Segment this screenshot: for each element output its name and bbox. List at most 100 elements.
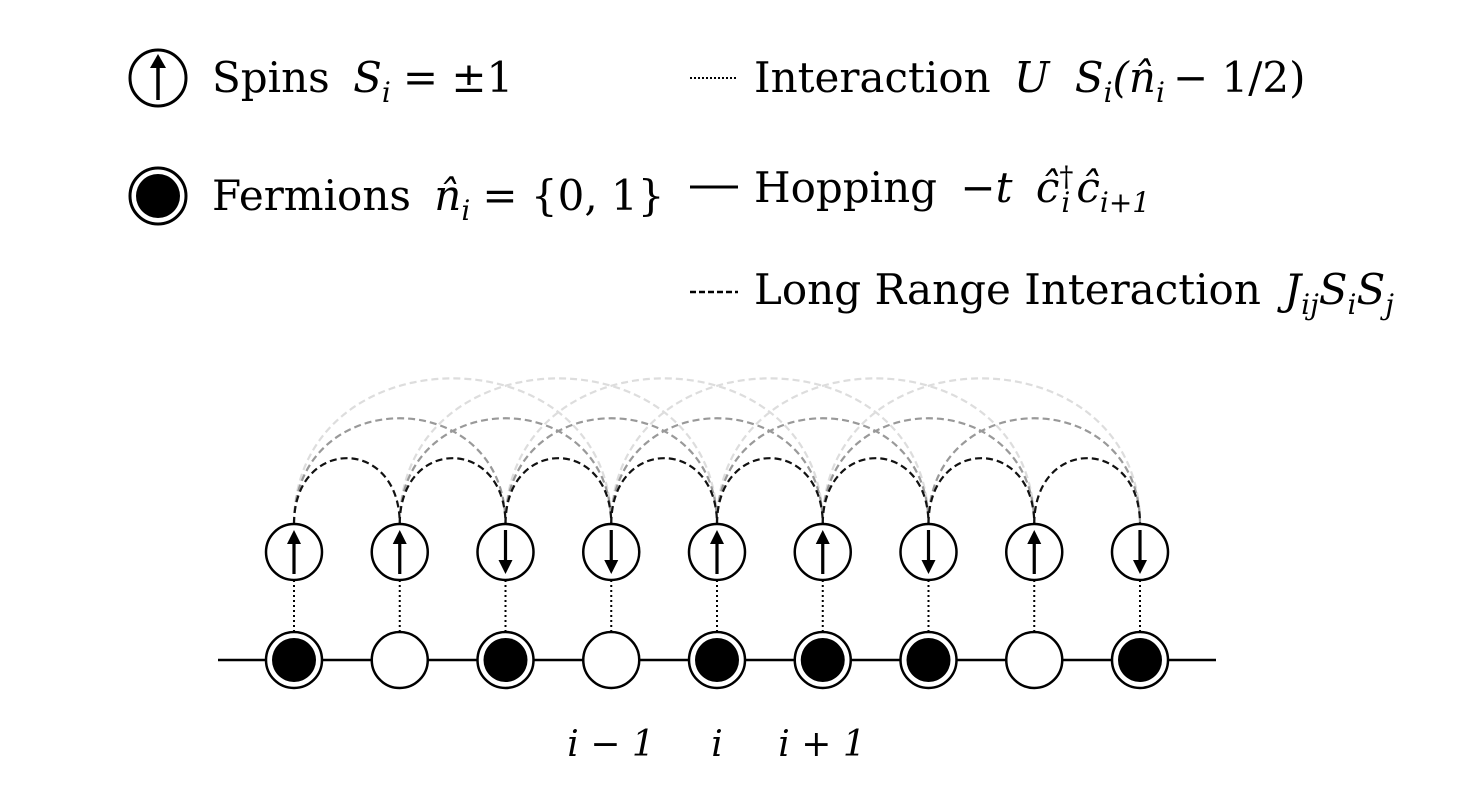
arrow-down-icon [1133, 530, 1147, 574]
spin-site [476, 522, 535, 582]
interaction-n-sub: i [1156, 76, 1165, 109]
arrow-down-icon [604, 530, 619, 574]
fermion-fill [483, 638, 528, 682]
interaction-links [293, 580, 1141, 632]
spin-site [899, 522, 958, 582]
long-range-arc [292, 417, 507, 525]
arrow-down-icon [921, 530, 936, 574]
long-range-S1-sub: i [1348, 288, 1357, 321]
fermion-fill [272, 638, 316, 682]
hopping-op1: ĉ [1036, 163, 1060, 212]
arrow-down-icon [498, 530, 513, 574]
fermions-symbol: n̂ [434, 171, 461, 220]
spin-site [370, 522, 429, 582]
spin-site [582, 522, 641, 582]
arrow-up-icon [710, 530, 724, 574]
fermion-site-empty [370, 630, 429, 690]
long-range-arc [504, 417, 719, 525]
long-range-arc [821, 417, 1036, 525]
long-range-arc [715, 377, 1036, 525]
interaction-tail: − 1/2) [1173, 53, 1306, 102]
fermion-fill [800, 638, 845, 682]
long-range-arc [610, 457, 719, 525]
long-range-arc [504, 377, 824, 525]
fermion-site-empty [582, 630, 641, 690]
svg-text:Hopping −t ĉ†iĉi+1: Hopping −t ĉ†iĉi+1 [754, 160, 1150, 219]
long-range-S1: S [1319, 265, 1348, 314]
hopping-dagger: † [1059, 160, 1073, 193]
long-range-arc [927, 417, 1142, 525]
arrow-up-icon [150, 54, 166, 100]
fermion-site-occupied [1110, 630, 1170, 690]
spin-site [687, 522, 747, 582]
fermion-circle [370, 630, 429, 690]
long-range-arc [610, 417, 824, 525]
spins-symbol: S [353, 53, 382, 102]
spin-site [793, 522, 852, 582]
legend-fermions: Fermions n̂i= {0, 1} [128, 166, 664, 227]
hopping-op1-sub: i [1061, 186, 1070, 219]
fermions-subscript: i [461, 194, 470, 227]
long-range-arc [398, 457, 507, 525]
spin-site [264, 522, 324, 582]
long-range-arcs [292, 377, 1142, 525]
legend-spins: Spins Si = ±1 [128, 48, 513, 109]
long-range-arc [398, 417, 613, 525]
long-range-arc [927, 457, 1036, 525]
hopping-sign: −t [960, 163, 1012, 212]
legend-interaction: Interaction U Si(n̂i− 1/2) [690, 53, 1305, 109]
fermion-row [264, 630, 1170, 690]
long-range-arc [610, 377, 930, 525]
spins-label: Spins [212, 53, 330, 102]
spins-subscript: i [382, 76, 391, 109]
long-range-J-sub: ij [1301, 288, 1319, 321]
fermion-site-occupied [264, 630, 324, 690]
long-range-arc [821, 377, 1142, 525]
fermion-site-occupied [476, 630, 535, 690]
spins-relation: = ±1 [403, 53, 513, 102]
fermion-site-occupied [899, 630, 958, 690]
fermion-circle [582, 630, 641, 690]
hopping-op2: ĉ [1076, 163, 1100, 212]
long-range-arc [715, 417, 930, 525]
fermions-relation: = {0, 1} [482, 171, 664, 220]
interaction-S: S [1075, 53, 1104, 102]
long-range-arc [821, 457, 930, 525]
fermion-fill [695, 638, 739, 682]
fermion-site-occupied [793, 630, 852, 690]
site-label-i-plus-1: i + 1 [778, 724, 865, 765]
svg-text:Long Range Interaction J: Long Range Interaction JijSiSj [754, 265, 1394, 321]
arrow-up-icon [392, 530, 407, 574]
arrow-up-icon [287, 530, 301, 574]
long-range-arc [398, 377, 719, 525]
long-range-J: J [1276, 265, 1303, 314]
long-range-arc [1033, 457, 1142, 525]
fermion-fill [1118, 638, 1162, 682]
svg-text:Fermions n̂i= {0, 1}: Fermions n̂i= {0, 1} [212, 171, 664, 227]
hopping-op2-sub: i+1 [1100, 186, 1150, 219]
spin-row [264, 522, 1170, 582]
interaction-U: U [1014, 53, 1051, 102]
long-range-label: Long Range Interaction [754, 265, 1261, 314]
interaction-n: (n̂ [1113, 53, 1156, 102]
hopping-label: Hopping [754, 163, 937, 212]
spin-site [1110, 522, 1170, 582]
legend-long-range: Long Range Interaction JijSiSj [690, 265, 1394, 321]
fermion-site-empty [1005, 630, 1064, 690]
spin-site [1005, 522, 1064, 582]
site-label-i: i [711, 724, 723, 765]
interaction-label: Interaction [754, 53, 991, 102]
arrow-up-icon [1027, 530, 1042, 574]
fermion-circle [1005, 630, 1064, 690]
site-label-i-minus-1: i − 1 [567, 724, 654, 765]
interaction-S-sub: i [1104, 76, 1113, 109]
svg-text:Interaction U Si(n: Interaction U Si(n̂i− 1/2) [754, 53, 1305, 109]
long-range-arc [292, 377, 613, 525]
fermion-fill [906, 638, 951, 682]
long-range-arc [715, 457, 824, 525]
fermion-site-occupied [687, 630, 747, 690]
long-range-S2: S [1357, 265, 1386, 314]
arrow-up-icon [815, 530, 830, 574]
